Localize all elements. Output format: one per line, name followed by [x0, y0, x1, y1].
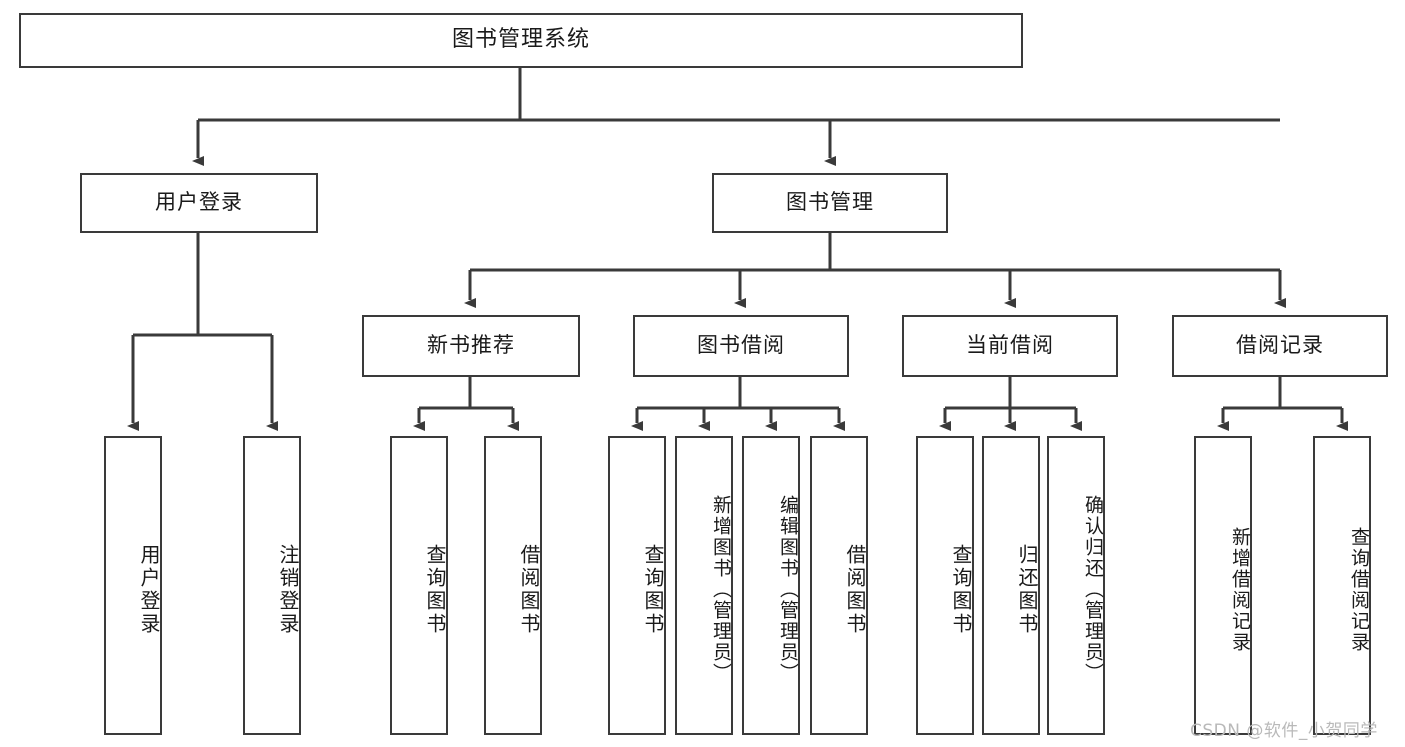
leaf-current-borrow-confirm-return-admin[interactable]: 确认归还（管理员）	[1047, 436, 1105, 735]
leaf-book-borrow-edit-book-admin[interactable]: 编辑图书（管理员）	[742, 436, 800, 735]
node-new-book-recommend[interactable]: 新书推荐	[362, 315, 580, 377]
leaf-borrow-record-add-record[interactable]: 新增借阅记录	[1194, 436, 1252, 735]
node-book-borrow[interactable]: 图书借阅	[633, 315, 849, 377]
leaf-new-book-query-book[interactable]: 查询图书	[390, 436, 448, 735]
leaf-borrow-record-query-record[interactable]: 查询借阅记录	[1313, 436, 1371, 735]
leaf-current-borrow-query-book[interactable]: 查询图书	[916, 436, 974, 735]
leaf-book-borrow-borrow-book[interactable]: 借阅图书	[810, 436, 868, 735]
leaf-user-login-login[interactable]: 用户登录	[104, 436, 162, 735]
node-user-login[interactable]: 用户登录	[80, 173, 318, 233]
watermark-text: CSDN @软件_小贺同学	[1190, 721, 1378, 741]
node-current-borrow[interactable]: 当前借阅	[902, 315, 1118, 377]
leaf-book-borrow-add-book-admin[interactable]: 新增图书（管理员）	[675, 436, 733, 735]
leaf-current-borrow-return-book[interactable]: 归还图书	[982, 436, 1040, 735]
leaf-book-borrow-query-book[interactable]: 查询图书	[608, 436, 666, 735]
leaf-user-login-logout[interactable]: 注销登录	[243, 436, 301, 735]
node-root[interactable]: 图书管理系统	[19, 13, 1023, 68]
node-book-management[interactable]: 图书管理	[712, 173, 948, 233]
node-borrow-record[interactable]: 借阅记录	[1172, 315, 1388, 377]
leaf-new-book-borrow-book[interactable]: 借阅图书	[484, 436, 542, 735]
